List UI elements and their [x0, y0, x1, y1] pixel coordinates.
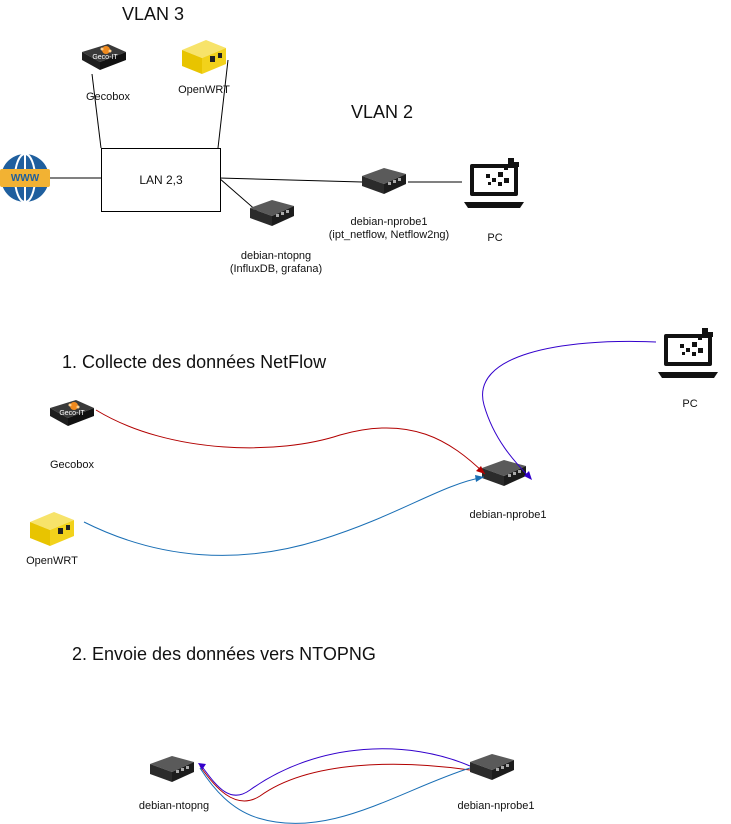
pc-label-s1: PC — [682, 398, 698, 410]
openwrt-router-icon-s1 — [30, 512, 74, 546]
gecobox-label-s1: Gecobox — [49, 459, 95, 471]
nprobe-to-ntopng-flow-purple — [199, 748, 471, 796]
ntopng-label-line1: debian-ntopng — [240, 250, 312, 262]
globe-icon — [0, 153, 50, 203]
ntopng-label-line2: (InfluxDB, grafana) — [229, 263, 323, 275]
vlan2-label: VLAN 2 — [351, 102, 414, 122]
nprobe-label-s2: debian-nprobe1 — [457, 800, 535, 812]
nprobe-to-ntopng-flow-blue — [199, 767, 471, 824]
gecobox-to-nprobe-flow — [95, 409, 486, 475]
gecobox-badge: Geco-IT — [92, 54, 118, 61]
ntopng-label-s2: debian-ntopng — [138, 800, 210, 812]
gecobox-label: Gecobox — [85, 91, 131, 103]
pc-laptop-icon-s1 — [658, 328, 718, 378]
section2-title: 2. Envoie des données vers NTOPNG — [72, 644, 376, 664]
nprobe-to-ntopng-flow-red — [199, 763, 471, 802]
ntopng-server-icon-s2 — [150, 756, 194, 782]
pc-laptop-icon — [464, 158, 524, 208]
nprobe-server-icon-s2 — [470, 754, 514, 780]
nprobe-label: debian-nprobe1 (ipt_netflow, Netflow2ng) — [314, 216, 464, 242]
lan-box-label: LAN 2,3 — [139, 173, 183, 187]
openwrt-router-icon — [182, 40, 226, 74]
lan-switch-box: LAN 2,3 — [101, 148, 221, 212]
www-label: WWW — [10, 173, 40, 184]
pc-to-nprobe-flow — [482, 340, 657, 479]
ntopng-label: debian-ntopng (InfluxDB, grafana) — [216, 250, 336, 276]
section1-title: 1. Collecte des données NetFlow — [62, 352, 327, 372]
pc-label: PC — [487, 232, 503, 244]
openwrt-label: OpenWRT — [178, 84, 230, 96]
nprobe-server-icon — [362, 168, 406, 194]
ntopng-server-icon — [250, 200, 294, 226]
nprobe-label-line2: (ipt_netflow, Netflow2ng) — [328, 229, 450, 241]
nprobe-label-line1: debian-nprobe1 — [350, 216, 428, 228]
nprobe-server-icon-s1 — [482, 460, 526, 486]
nprobe-label-s1: debian-nprobe1 — [469, 509, 547, 521]
vlan3-label: VLAN 3 — [122, 4, 185, 24]
openwrt-to-nprobe-flow — [83, 476, 485, 556]
openwrt-label-s1: OpenWRT — [26, 555, 78, 567]
gecobox-badge-s1: Geco-IT — [59, 410, 85, 417]
